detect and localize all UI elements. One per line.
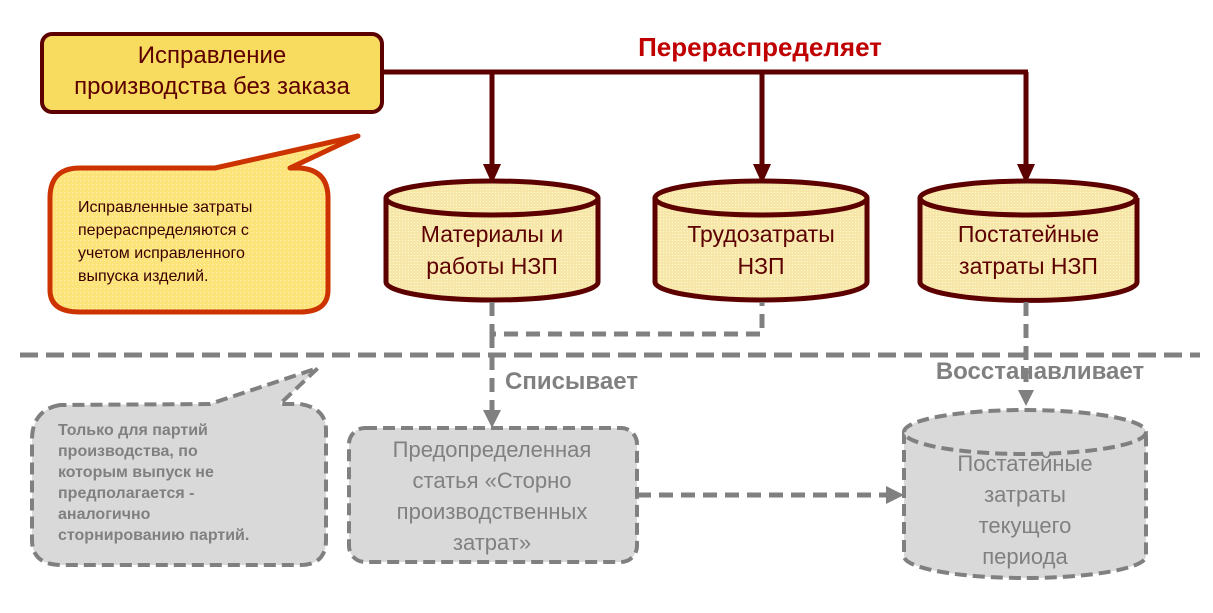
cylinder-current-period-label: Постатейные затраты текущего периода	[905, 448, 1145, 572]
note-bottom-line: производства, по	[58, 443, 198, 460]
note-top-line: выпуска изделий.	[78, 268, 209, 285]
cylinder-labor	[652, 178, 870, 303]
grey-article-box-label: Предопределенная статья «Сторно производ…	[352, 434, 632, 558]
redistribute-connector	[382, 69, 1029, 172]
note-bottom-line: которым выпуск не	[58, 464, 214, 481]
grey-cylinder-line: периода	[982, 544, 1068, 569]
cylinder-label-line: Трудозатраты	[687, 221, 835, 247]
redistributes-label: Перераспределяет	[638, 32, 882, 62]
arrow-head-restore	[1018, 390, 1034, 406]
cylinder-itemized-label: Постатейные затраты НЗП	[926, 218, 1131, 282]
grey-box-line: статья «Сторно	[412, 468, 572, 493]
cylinder-current-period	[902, 408, 1148, 580]
note-bottom-line: Только для партий	[58, 422, 208, 439]
cylinder-label-line: Постатейные	[957, 221, 1100, 247]
note-bottom-bubble	[30, 366, 328, 567]
main-box-line-2: производства без заказа	[74, 73, 350, 100]
cylinder-itemized	[917, 178, 1140, 303]
note-bottom-line: аналогично	[58, 506, 151, 523]
grey-box-line: производственных	[396, 499, 588, 524]
arrow-head-1	[483, 164, 501, 184]
arrow-head-writeoff	[483, 410, 501, 428]
note-bottom-line: предполагается -	[58, 485, 195, 502]
cylinder-label-line: Материалы и	[420, 221, 564, 247]
writes-off-label: Списывает	[505, 368, 638, 395]
grey-box-line: Предопределенная	[392, 437, 592, 462]
main-box-label: Исправление производства без заказа	[42, 40, 382, 102]
cylinder-materials	[383, 178, 601, 303]
arrow-head-3	[1017, 164, 1035, 184]
cylinder-label-line: затраты НЗП	[959, 253, 1098, 279]
note-bottom-text: Только для партий производства, по котор…	[58, 420, 318, 546]
cylinder-materials-label: Материалы и работы НЗП	[392, 218, 592, 282]
arrow-head-2	[753, 164, 771, 184]
note-bottom-line: сторнированию партий.	[58, 527, 250, 544]
cylinder-label-line: работы НЗП	[426, 253, 558, 279]
writeoff-connector	[489, 302, 765, 412]
note-top-line: перераспределяются с	[78, 222, 249, 239]
note-top-text: Исправленные затраты перераспределяются …	[78, 196, 308, 288]
main-box-line-1: Исправление	[137, 42, 287, 69]
grey-box-line: затрат»	[452, 530, 532, 555]
cylinder-labor-label: Трудозатраты НЗП	[661, 218, 861, 282]
grey-cylinder-line: затраты	[984, 482, 1066, 507]
grey-cylinder-line: Постатейные	[957, 451, 1093, 476]
arrow-head-transfer	[886, 486, 904, 504]
grey-cylinder-line: текущего	[978, 513, 1072, 538]
note-top-line: учетом исправленного	[78, 245, 245, 262]
note-top-line: Исправленные затраты	[78, 199, 253, 216]
restores-label: Восстанавливает	[935, 358, 1145, 385]
cylinder-label-line: НЗП	[737, 253, 785, 279]
note-top-bubble	[47, 133, 361, 315]
